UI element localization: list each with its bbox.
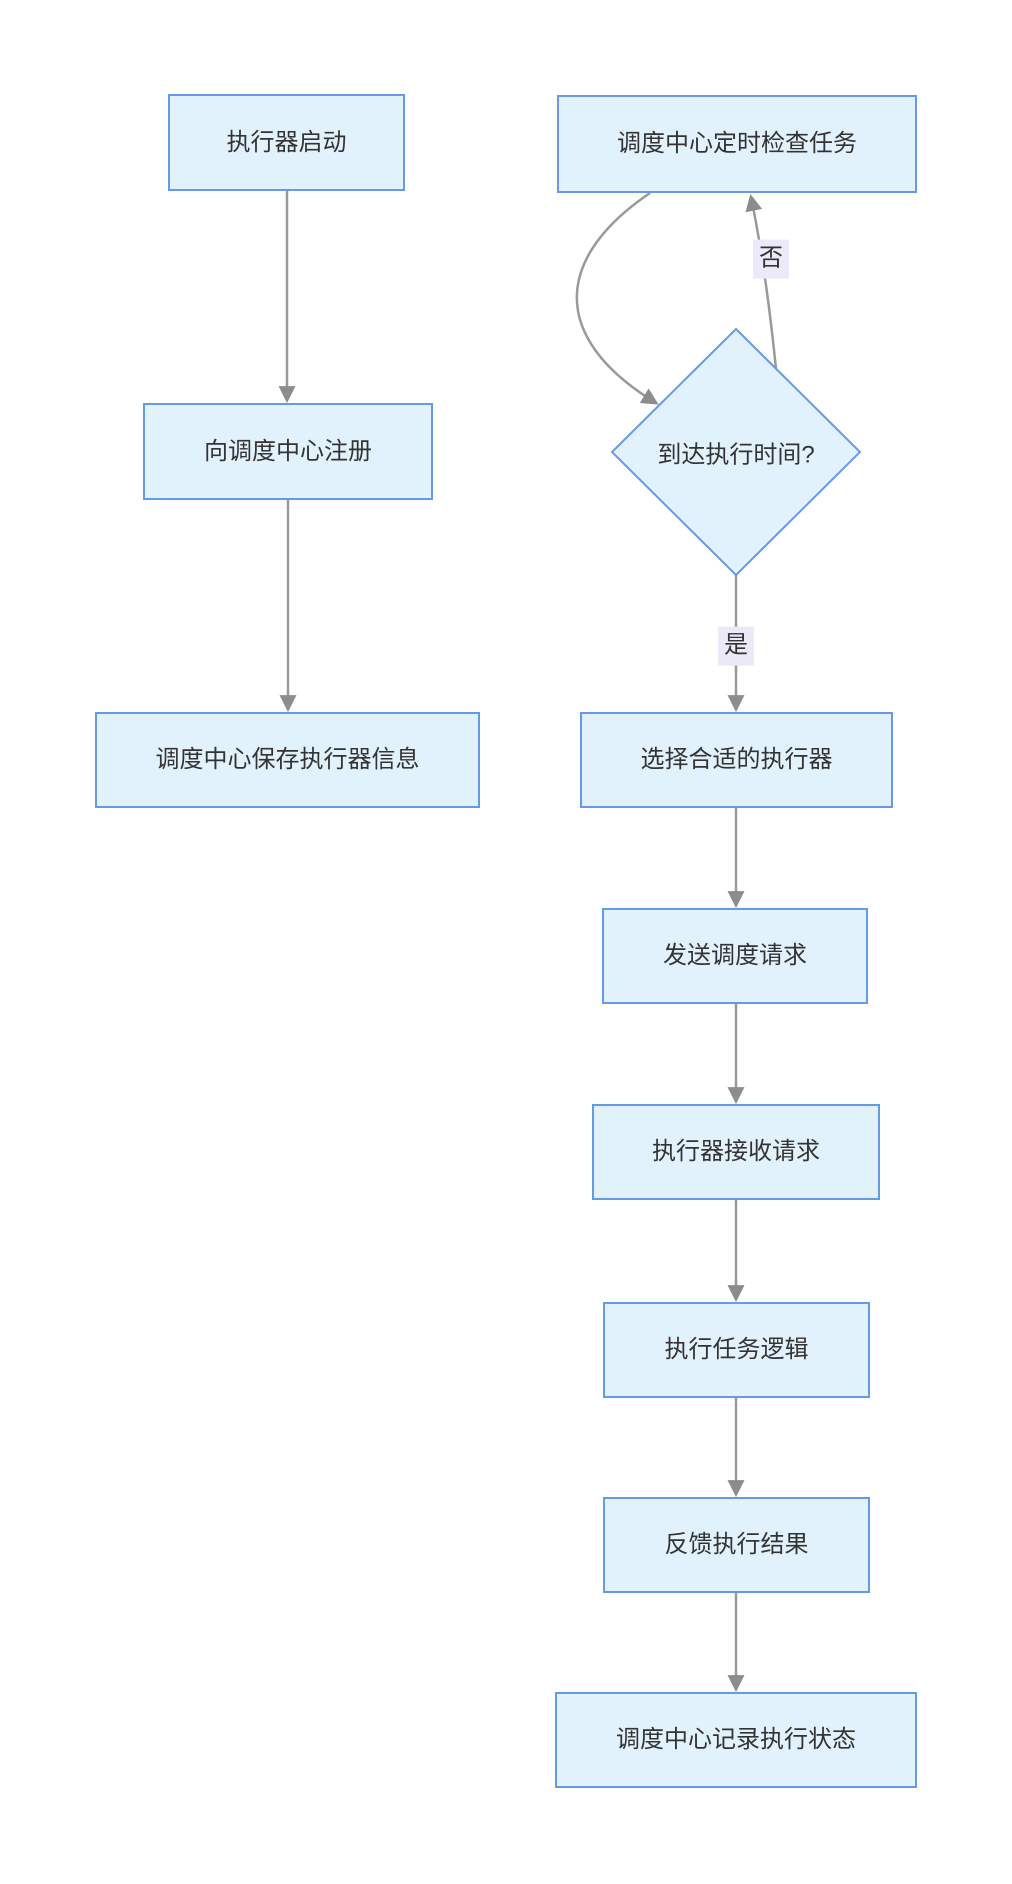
- node-label: 反馈执行结果: [664, 1531, 809, 1559]
- node-label: 选择合适的执行器: [640, 746, 833, 774]
- edge-label-yes: 是: [718, 626, 754, 666]
- node-label: 向调度中心注册: [204, 437, 372, 465]
- node-register: 向调度中心注册: [143, 403, 433, 500]
- node-send-request: 发送调度请求: [602, 908, 868, 1004]
- decision-diamond-shape: [610, 327, 862, 577]
- edge-decision-to-check-task-no: [751, 197, 778, 370]
- edge-check-task-to-decision: [575, 191, 656, 403]
- node-label: 执行器接收请求: [652, 1138, 820, 1166]
- node-execute-logic: 执行任务逻辑: [603, 1302, 870, 1398]
- node-decision-label: 到达执行时间?: [657, 441, 815, 469]
- node-receive-request: 执行器接收请求: [592, 1104, 880, 1200]
- node-save-info: 调度中心保存执行器信息: [95, 712, 480, 808]
- node-label: 发送调度请求: [663, 942, 807, 970]
- node-record-status: 调度中心记录执行状态: [555, 1692, 917, 1788]
- node-label: 调度中心保存执行器信息: [155, 746, 420, 774]
- node-check-task: 调度中心定时检查任务: [557, 95, 917, 193]
- node-label: 执行器启动: [226, 128, 347, 156]
- node-label: 调度中心定时检查任务: [617, 130, 857, 158]
- node-label: 执行任务逻辑: [664, 1336, 809, 1364]
- node-feedback-result: 反馈执行结果: [603, 1497, 870, 1593]
- node-select-executor: 选择合适的执行器: [580, 712, 893, 808]
- node-label: 调度中心记录执行状态: [616, 1726, 856, 1754]
- edge-label-no: 否: [753, 239, 789, 279]
- node-exec-start: 执行器启动: [168, 94, 405, 191]
